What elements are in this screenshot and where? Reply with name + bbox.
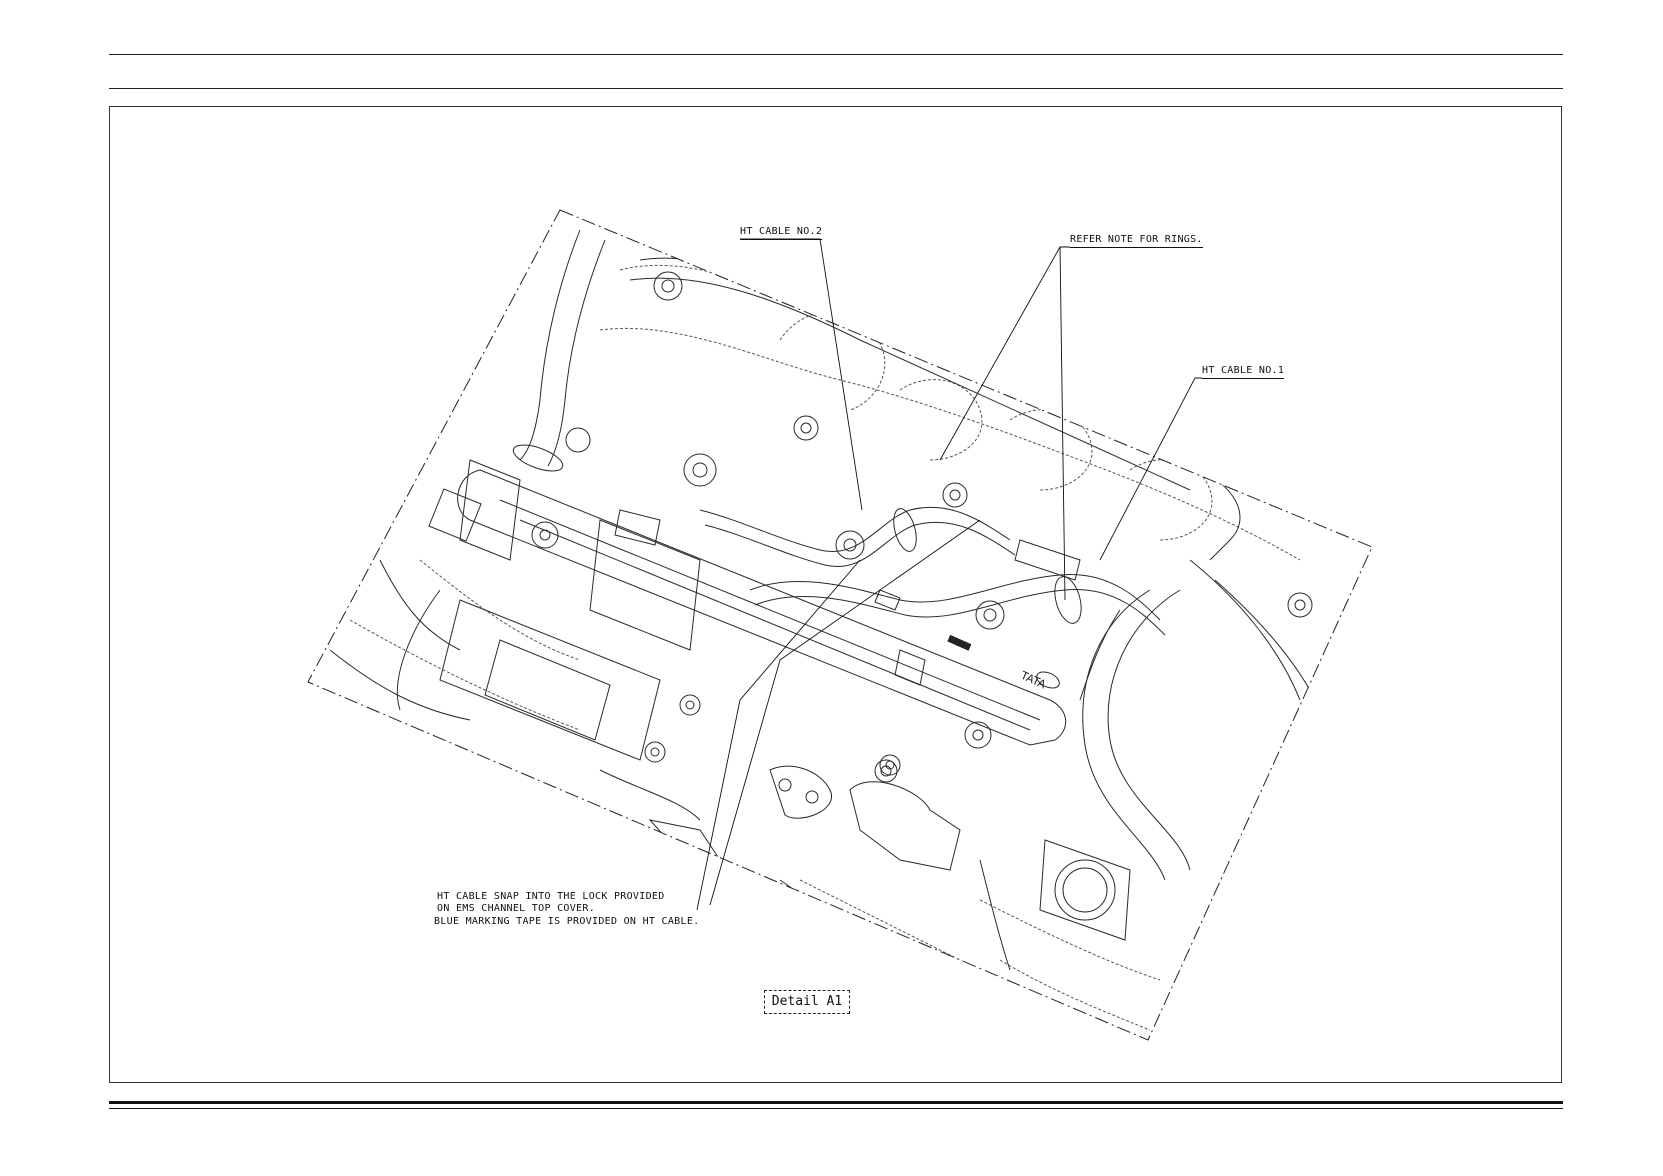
callout-ht-cable-no1: HT CABLE NO.1 bbox=[1202, 365, 1285, 379]
callout-snap-note-line1: HT CABLE SNAP INTO THE LOCK PROVIDED bbox=[437, 891, 665, 902]
callout-tape-note: BLUE MARKING TAPE IS PROVIDED ON HT CABL… bbox=[434, 916, 700, 927]
left-hose bbox=[519, 229, 581, 461]
header-rule-bottom bbox=[109, 88, 1563, 89]
leader-lines bbox=[696, 238, 1202, 911]
ht-cable-1 bbox=[749, 573, 1161, 621]
ems-channel bbox=[457, 469, 1067, 746]
right-hose bbox=[1107, 589, 1191, 871]
drawing-frame bbox=[109, 106, 1562, 1083]
port-opening bbox=[1054, 859, 1116, 921]
cover-bolt bbox=[653, 271, 683, 301]
callout-refer-note-rings: REFER NOTE FOR RINGS. bbox=[1070, 234, 1203, 248]
svg-text:█████: █████ bbox=[946, 634, 972, 651]
header-rule-top bbox=[109, 54, 1563, 55]
detail-label: Detail A1 bbox=[764, 990, 850, 1014]
cable-ring bbox=[893, 508, 917, 552]
sensor-connector bbox=[849, 781, 961, 871]
callout-snap-note-line2: ON EMS CHANNEL TOP COVER. bbox=[437, 903, 596, 914]
detail-boundary bbox=[307, 209, 1373, 1041]
ht-cable-2 bbox=[699, 506, 1011, 553]
footer-rule-thin bbox=[109, 1108, 1563, 1109]
footer-rule-thick bbox=[109, 1101, 1563, 1104]
ignition-coil bbox=[439, 599, 661, 761]
callout-ht-cable-no2: HT CABLE NO.2 bbox=[740, 226, 823, 240]
